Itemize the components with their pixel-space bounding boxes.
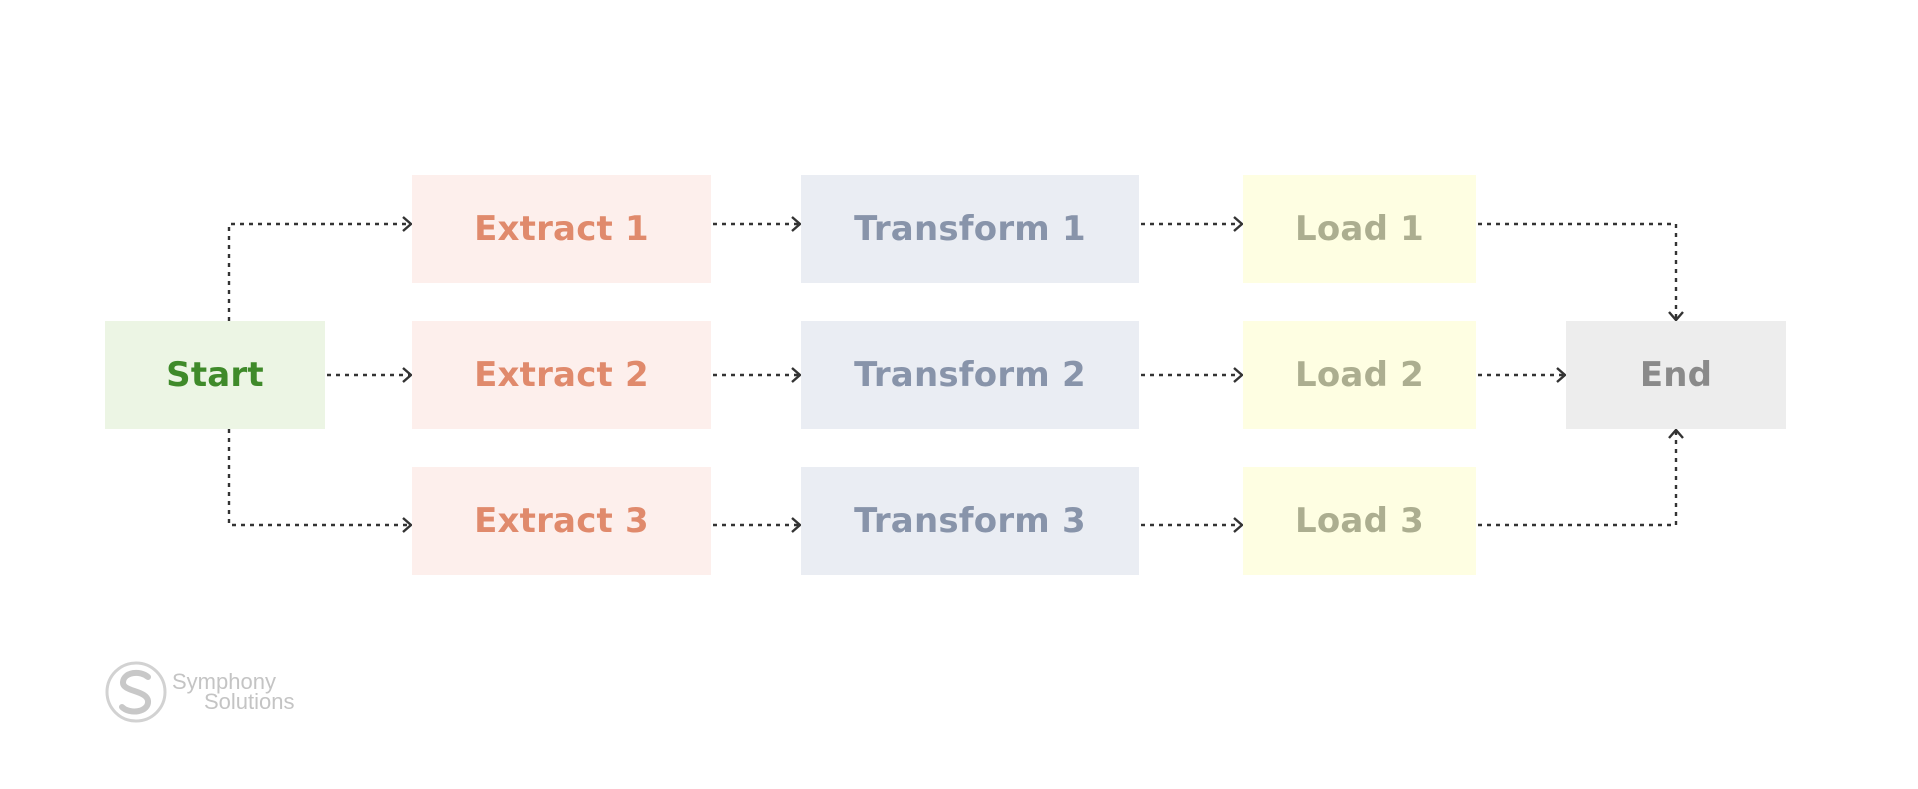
symphony-solutions-logo-icon	[105, 661, 167, 723]
logo-line-2: Solutions	[204, 689, 295, 714]
extract-1-label: Extract 1	[474, 209, 649, 249]
arrow-start-to-extract-1	[227, 216, 413, 321]
arrow-start-to-extract-3	[227, 429, 413, 533]
arrow-extract-2-to-transform-2	[713, 367, 802, 383]
extract-1-node: Extract 1	[412, 175, 711, 283]
arrow-extract-3-to-transform-3	[713, 517, 802, 533]
arrow-load-1-to-end	[1478, 222, 1684, 322]
arrow-load-2-to-end	[1478, 367, 1567, 383]
arrow-extract-1-to-transform-1	[713, 216, 802, 232]
arrow-transform-3-to-load-3	[1141, 517, 1244, 533]
logo-wordmark: Symphony Solutions	[172, 669, 295, 714]
transform-1-node: Transform 1	[801, 175, 1139, 283]
extract-2-node: Extract 2	[412, 321, 711, 429]
extract-2-label: Extract 2	[474, 355, 649, 395]
load-3-node: Load 3	[1243, 467, 1476, 575]
transform-3-label: Transform 3	[854, 501, 1086, 541]
extract-3-node: Extract 3	[412, 467, 711, 575]
load-1-label: Load 1	[1295, 209, 1424, 249]
arrow-start-to-extract-2	[327, 367, 413, 383]
arrow-transform-1-to-load-1	[1141, 216, 1244, 232]
load-2-node: Load 2	[1243, 321, 1476, 429]
transform-3-node: Transform 3	[801, 467, 1139, 575]
transform-2-node: Transform 2	[801, 321, 1139, 429]
extract-3-label: Extract 3	[474, 501, 649, 541]
logo-line-1: Symphony	[172, 669, 276, 694]
end-node: End	[1566, 321, 1786, 429]
transform-1-label: Transform 1	[854, 209, 1086, 249]
load-1-node: Load 1	[1243, 175, 1476, 283]
arrow-load-3-to-end	[1478, 428, 1684, 527]
end-label: End	[1639, 355, 1713, 395]
start-label: Start	[166, 355, 264, 395]
company-logo: Symphony Solutions	[104, 660, 295, 724]
start-node: Start	[105, 321, 325, 429]
arrow-transform-2-to-load-2	[1141, 367, 1244, 383]
transform-2-label: Transform 2	[854, 355, 1086, 395]
load-3-label: Load 3	[1295, 501, 1424, 541]
load-2-label: Load 2	[1295, 355, 1424, 395]
